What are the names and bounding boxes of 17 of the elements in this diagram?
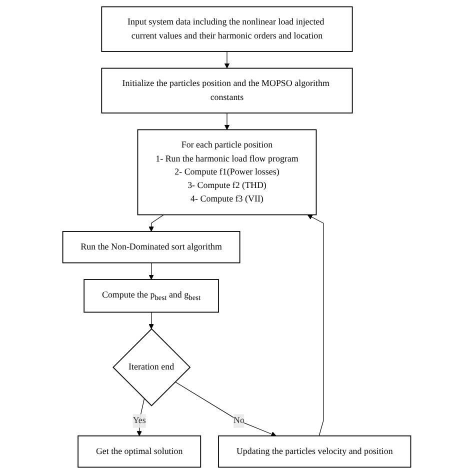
node-diamond: Iteration end	[112, 328, 191, 406]
arrow	[308, 214, 324, 436]
edge-label: No	[234, 416, 245, 426]
node-box: Run the Non-Dominated sort algorithm	[62, 231, 240, 264]
arrow	[148, 262, 154, 280]
arrow	[224, 51, 230, 68]
node-box: Initialize the particles position and the MOPSO algorithm constants	[101, 68, 353, 114]
edge-label: Yes	[133, 416, 146, 426]
node-box: Compute the p$_{best}$ and g$_{best}$	[84, 279, 220, 313]
node-box: Input system data including the nonlinear load injected current values and their harmonic orders and location	[101, 6, 353, 52]
node-box: Get the optimal solution	[78, 435, 202, 468]
arrow	[148, 214, 164, 232]
arrow	[175, 382, 277, 437]
node-box: Updating the particles velocity and position	[218, 435, 412, 468]
arrow	[148, 312, 154, 330]
node-box: For each particle position 1- Run the harmonic load flow program 2- Compute f1(Power losses) 3- Compute f2 (THD) 4- Compute f3 (VII)	[138, 129, 317, 216]
arrow	[224, 112, 230, 130]
